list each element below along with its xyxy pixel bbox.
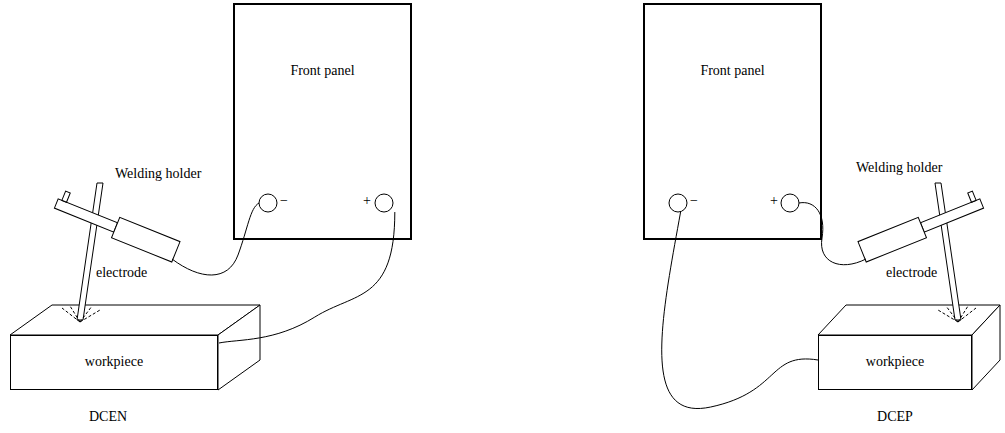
- front-panel: Front panel: [233, 3, 412, 240]
- ground-cable: [219, 212, 395, 343]
- part-label: electrode: [886, 265, 937, 282]
- terminal-sign: +: [770, 193, 778, 210]
- caption-label: DCEN: [89, 409, 127, 426]
- front-panel: Front panel: [643, 3, 822, 240]
- part-label: electrode: [96, 265, 147, 282]
- workpiece-label: workpiece: [85, 354, 143, 371]
- caption-label: DCEP: [877, 409, 913, 426]
- terminal-sign: +: [363, 193, 371, 210]
- terminal-sign: −: [280, 193, 288, 210]
- part-label: Welding holder: [115, 166, 201, 183]
- workpiece-label: workpiece: [866, 354, 924, 371]
- ground-cable: [662, 212, 818, 408]
- panel-title: Front panel: [645, 63, 820, 80]
- workpiece-box: workpiece: [818, 335, 972, 390]
- part-label: Welding holder: [856, 160, 942, 177]
- panel-title: Front panel: [235, 63, 410, 80]
- workpiece-box: workpiece: [10, 335, 218, 390]
- terminal-sign: −: [690, 193, 698, 210]
